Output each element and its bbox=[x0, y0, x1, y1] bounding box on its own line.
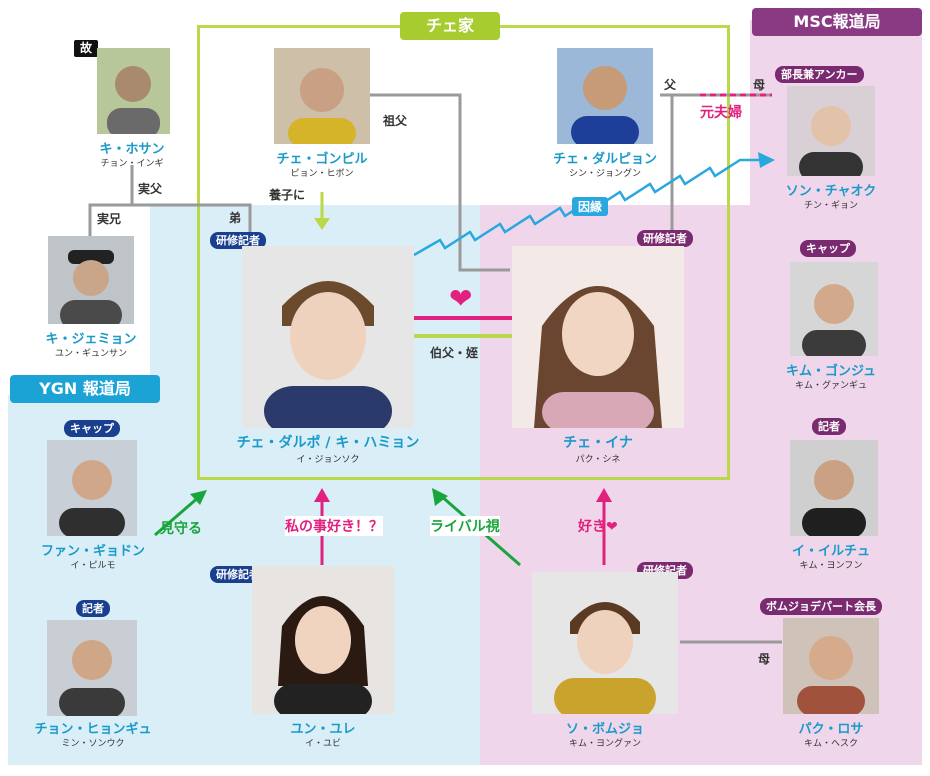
fan-gidon-photo bbox=[47, 440, 137, 536]
chae-family-header: チェ家 bbox=[400, 12, 500, 40]
person-icon bbox=[288, 68, 356, 144]
rel-watches-over: 見守る bbox=[160, 521, 202, 537]
person-icon bbox=[802, 284, 866, 356]
fan-gidon-actor: イ・ピルモ bbox=[70, 561, 116, 571]
chae-dalpyon-photo bbox=[557, 48, 653, 144]
cap-tag-kim-gonju: キャップ bbox=[800, 240, 856, 257]
i-ilchu-actor: キム・ヨンフン bbox=[799, 561, 863, 571]
rel-uncle-niece: 伯父・姪 bbox=[430, 346, 479, 360]
kim-gonju-actor: キム・グァンギュ bbox=[794, 381, 867, 391]
chae-gonpil-actor: ピョン・ヒボン bbox=[290, 169, 354, 179]
chae-ina-name: チェ・イナ bbox=[563, 435, 633, 451]
rel-fate: 因縁 bbox=[572, 197, 609, 216]
msc-header: MSC報道局 bbox=[752, 8, 922, 36]
rel-likes-me: 私の事好き！？ bbox=[285, 516, 383, 536]
heart-icon: ❤ bbox=[449, 282, 473, 315]
trainee-tag-dalpo: 研修記者 bbox=[210, 232, 266, 249]
cap-tag-fan-gidon: キャップ bbox=[64, 420, 120, 437]
yun-yure-actor: イ・ユビ bbox=[304, 739, 341, 749]
rel-father: 父 bbox=[664, 78, 677, 92]
person-icon bbox=[799, 106, 863, 176]
rel-real-brother: 実兄 bbox=[97, 212, 122, 226]
person-icon bbox=[264, 281, 392, 428]
person-icon bbox=[797, 636, 865, 714]
reporter-tag-ilchu: 記者 bbox=[812, 418, 846, 435]
ki-hosan-actor: チョン・インギ bbox=[100, 159, 164, 169]
person-icon bbox=[802, 460, 866, 536]
son-chaok-name: ソン・チャオク bbox=[785, 184, 877, 199]
rel-younger-brother: 弟 bbox=[229, 211, 242, 225]
dalpo-actor: イ・ジョンソク bbox=[296, 455, 360, 465]
i-ilchu-name: イ・イルチュ bbox=[791, 544, 870, 559]
rel-ex-couple: 元夫婦 bbox=[700, 105, 742, 121]
kim-gonju-photo bbox=[790, 262, 878, 356]
person-icon bbox=[107, 66, 160, 134]
so-bomjo-name: ソ・ボムジョ bbox=[565, 722, 644, 737]
chon-hyongyu-actor: ミン・ソンウク bbox=[61, 739, 125, 749]
yun-yure-name: ユン・ユレ bbox=[290, 722, 356, 737]
chae-gonpil-name: チェ・ゴンピル bbox=[276, 152, 368, 167]
chae-ina-actor: パク・シネ bbox=[575, 455, 621, 465]
reporter-tag-hyongyu: 記者 bbox=[76, 600, 110, 617]
ki-jemyon-name: キ・ジェミョン bbox=[45, 332, 137, 347]
ki-jemyon-photo bbox=[48, 236, 134, 324]
so-bomjo-actor: キム・ヨングァン bbox=[568, 739, 641, 749]
i-ilchu-photo bbox=[790, 440, 878, 536]
ki-hosan-name: キ・ホサン bbox=[99, 142, 165, 157]
chae-dalpyon-name: チェ・ダルピョン bbox=[552, 152, 657, 167]
ygn-header: YGN 報道局 bbox=[10, 375, 160, 403]
trainee-tag-ina: 研修記者 bbox=[637, 230, 693, 247]
fan-gidon-name: ファン・ギョドン bbox=[40, 544, 145, 559]
chae-ina-photo bbox=[512, 246, 684, 428]
rel-mother-bottom: 母 bbox=[758, 652, 771, 666]
chae-gonpil-photo bbox=[274, 48, 370, 144]
chae-dalpyon-actor: シン・ジョングン bbox=[568, 169, 641, 179]
person-icon bbox=[59, 460, 125, 536]
rel-likes: 好き❤ bbox=[578, 519, 618, 535]
paku-rosa-name: パク・ロサ bbox=[798, 722, 864, 737]
person-icon bbox=[274, 596, 372, 714]
rel-rival: ライバル視 bbox=[430, 516, 500, 536]
dalpo-photo bbox=[242, 246, 414, 428]
paku-rosa-photo bbox=[783, 618, 879, 714]
yun-yure-photo bbox=[252, 566, 394, 714]
rel-mother-top: 母 bbox=[753, 78, 766, 92]
person-icon bbox=[554, 602, 656, 714]
person-icon bbox=[534, 286, 662, 428]
president-tag: ボムジョデパート会長 bbox=[760, 598, 882, 615]
ki-hosan-photo bbox=[97, 48, 170, 134]
anchor-tag: 部長兼アンカー bbox=[775, 66, 864, 83]
kim-gonju-name: キム・ゴンジュ bbox=[785, 364, 877, 379]
dalpo-name: チェ・ダルポ / キ・ハミョン bbox=[236, 435, 420, 451]
rel-adopted: 養子に bbox=[269, 188, 306, 202]
son-chaok-actor: チン・ギョン bbox=[803, 201, 858, 211]
son-chaok-photo bbox=[787, 86, 875, 176]
ki-jemyon-actor: ユン・ギュンサン bbox=[54, 349, 127, 359]
chon-hyongyu-name: チョン・ヒョンギュ bbox=[34, 722, 152, 737]
paku-rosa-actor: キム・ヘスク bbox=[803, 739, 858, 749]
chon-hyongyu-photo bbox=[47, 620, 137, 716]
rel-grandfather: 祖父 bbox=[383, 114, 408, 128]
so-bomjo-photo bbox=[532, 572, 678, 714]
person-icon bbox=[60, 250, 122, 324]
deceased-tag: 故 bbox=[74, 40, 99, 57]
rel-biological-father: 実父 bbox=[138, 182, 163, 196]
person-icon bbox=[59, 640, 125, 716]
person-icon bbox=[571, 66, 639, 144]
